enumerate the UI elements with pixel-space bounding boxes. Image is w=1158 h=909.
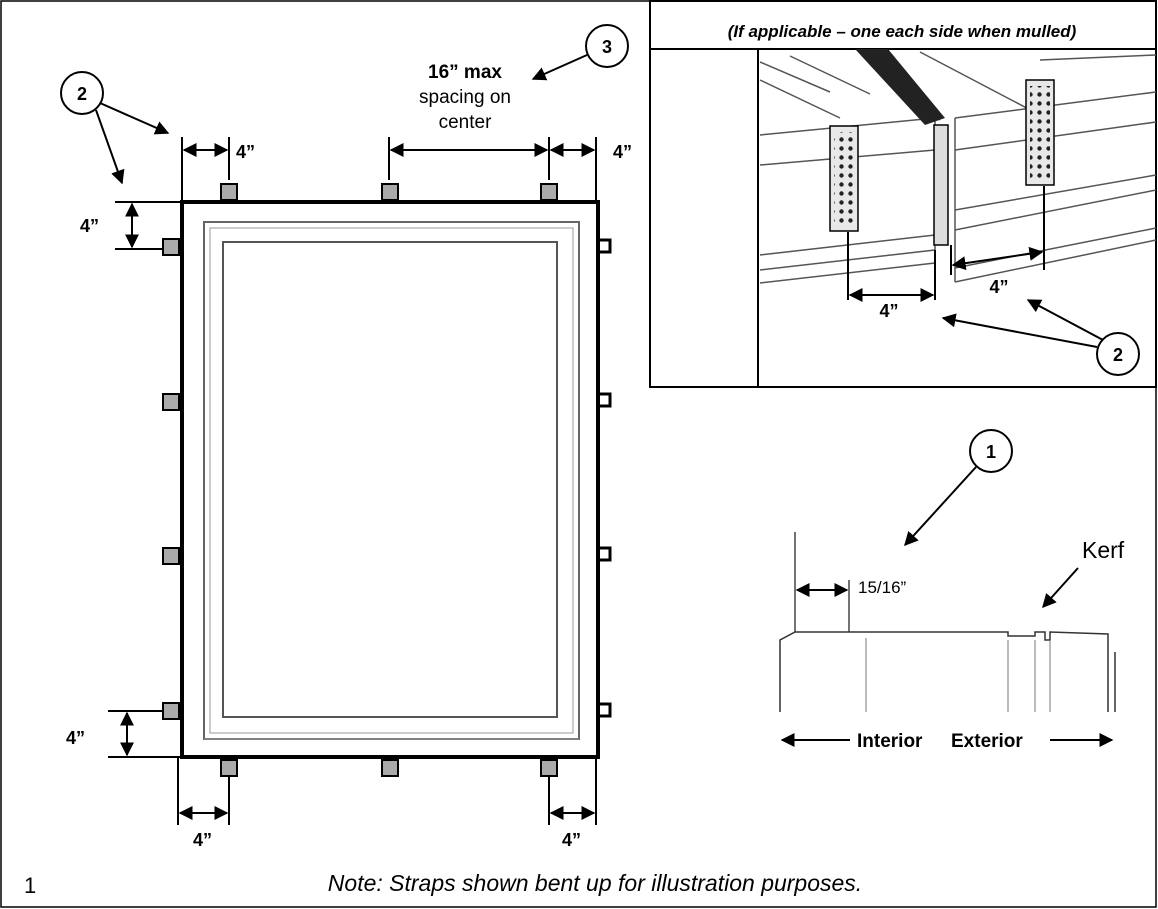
window-glass [222,241,558,718]
strap-left-3 [162,547,180,565]
dim-label-top-left: 4” [236,142,255,162]
inset-strap-center [933,124,949,246]
callout-2-left: 2 [60,71,170,185]
dim-label-bottom-left: 4” [193,830,212,850]
strap-left-2 [162,393,180,411]
svg-text:3: 3 [602,37,612,57]
window-sash-inner [209,227,574,734]
strap-bottom-center [381,759,399,777]
inset-dim-label-right: 4” [989,277,1008,297]
inset-title-box [649,0,1157,50]
strap-right-group [600,238,612,718]
callout-3: 3 [531,24,629,81]
callout-1-number: 1 [986,442,996,462]
strap-right-2 [600,392,612,408]
page-number: 1 [24,873,36,898]
window-outer-frame [180,200,600,759]
strap-group [162,183,558,777]
inset-title: (If applicable – one each side when mull… [728,22,1077,41]
strap-left-1 [162,238,180,256]
spacing-line3-label: center [439,112,492,133]
kerf-detail: 1 Kerf 15/16” Interior Exterior [779,429,1125,752]
note-text: Note: Straps shown bent up for illustrat… [328,870,862,896]
mulled-inset: (If applicable – one each side when mull… [649,0,1157,388]
inset-dim-right [951,246,1044,271]
spacing-max-label: 16” max [428,62,502,83]
dim-label-bottom-right: 4” [562,830,581,850]
kerf-dim-label: 15/16” [858,578,907,597]
strap-top-center [381,183,399,201]
dim-label-left-bottom: 4” [66,728,85,748]
frame-profile [779,631,1109,712]
exterior-label: Exterior [951,731,1023,752]
strap-bottom-left [220,759,238,777]
interior-label: Interior [857,731,923,752]
strap-left-4 [162,702,180,720]
strap-right-4 [600,702,612,718]
svg-text:2: 2 [77,84,87,104]
strap-bottom-right [540,759,558,777]
callout-2-inset-number: 2 [1113,345,1123,365]
strap-right-1 [600,238,612,254]
dim-label-left-top: 4” [80,216,99,236]
strap-top-right [540,183,558,201]
dimension-lines [108,137,597,825]
kerf-label: Kerf [1082,537,1125,563]
dim-label-top-right: 4” [613,142,632,162]
window-front-view [180,200,600,759]
strap-top-left [220,183,238,201]
strap-right-3 [600,546,612,562]
spacing-line2-label: spacing on [419,87,511,108]
inset-mullion-strip [855,49,945,125]
inset-dim-label-left: 4” [879,301,898,321]
